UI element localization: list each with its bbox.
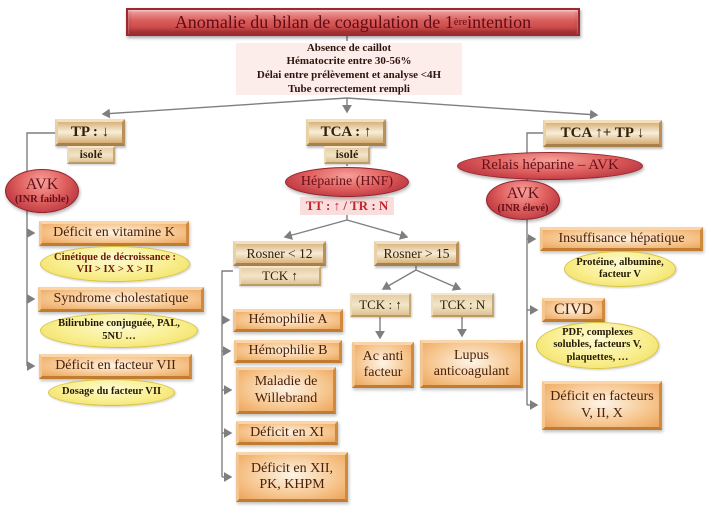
branch-tca-box: TCA : ↑ <box>306 119 386 146</box>
insuffisance-hepatique-box: Insuffisance hépatique <box>540 227 703 251</box>
pdf-note-line: PDF, complexes <box>562 327 633 339</box>
tt-tr-label: TT : ↑ / TR : N <box>305 197 389 213</box>
proteine-note-line: facteur V <box>599 269 641 280</box>
proteine-note-ellipse: Protéine, albumine, facteur V <box>564 251 676 287</box>
dosage-facteur-vii-ellipse: Dosage du facteur VII <box>48 379 175 406</box>
title-superscript: ère <box>453 15 468 28</box>
tt-tr-chip: TT : ↑ / TR : N <box>300 197 394 215</box>
deficit-xii-pk-khpm-box: Déficit en XII, PK, KHPM <box>236 452 348 502</box>
heparine-ellipse: Héparine (HNF) <box>285 167 409 197</box>
cinetique-note-line: VII > IX > X > II <box>76 264 154 275</box>
cinetique-note-line: Cinétique de décroissance : <box>53 251 176 263</box>
heparine-label: Héparine (HNF) <box>300 173 394 189</box>
avk-inr-faible-label: (INR faible) <box>15 193 69 205</box>
branch-tca-isole-label: isolé <box>335 147 359 162</box>
proteine-note-line: Protéine, albumine, <box>576 256 664 268</box>
willebrand-box: Maladie de Willebrand <box>236 367 336 414</box>
bilirubine-note-ellipse: Bilirubine conjuguée, PAL, 5NU … <box>40 313 198 348</box>
hemophilie-a-box: Hémophilie A <box>233 309 343 332</box>
criteria-line: Délai entre prélèvement et analyse <4H <box>256 69 442 81</box>
lupus-anticoagulant-box: Lupus anticoagulant <box>420 340 523 388</box>
branch-tp-box: TP : ↓ <box>55 119 125 146</box>
rosner-low-tck-label: TCK ↑ <box>262 267 298 283</box>
syndrome-cholestatique-label: Syndrome cholestatique <box>53 291 189 307</box>
tck-up-box: TCK : ↑ <box>350 293 411 317</box>
criteria-line: Tube correctement rempli <box>288 82 410 95</box>
deficit-xi-label: Déficit en XI <box>250 424 324 440</box>
criteria-line: Hématocrite entre 30-56% <box>286 55 412 68</box>
deficit-facteur-vii-box: Déficit en facteur VII <box>39 354 192 379</box>
pdf-note-line: plaquettes, … <box>566 351 629 363</box>
rosner-low-box: Rosner < 12 <box>233 241 326 266</box>
title-suffix: intention <box>467 11 532 32</box>
deficit-facteur-vii-label: Déficit en facteur VII <box>55 358 176 374</box>
rosner-low-label: Rosner < 12 <box>246 245 313 261</box>
lupus-anticoagulant-label: Lupus anticoagulant <box>433 347 510 379</box>
hemophilie-b-box: Hémophilie B <box>234 340 342 363</box>
deficit-vitamine-k-box: Déficit en vitamine K <box>39 221 189 246</box>
hemophilie-a-label: Hémophilie A <box>248 312 328 328</box>
branch-tp-isole-label: isolé <box>79 147 103 162</box>
hemophilie-b-label: Hémophilie B <box>248 343 328 359</box>
pdf-note-ellipse: PDF, complexes solubles, facteurs V, pla… <box>536 322 659 369</box>
bilirubine-note-line: 5NU … <box>102 330 136 342</box>
avk-label: AVK <box>506 184 540 202</box>
rosner-high-label: Rosner > 15 <box>383 245 450 261</box>
branch-combo-label: TCA ↑+ TP ↓ <box>560 124 645 141</box>
title-text: Anomalie du bilan de coagulation de 1 <box>174 11 454 32</box>
avk-inr-eleve-label: (INR élevé) <box>497 202 549 214</box>
bilirubine-note-line: Bilirubine conjuguée, PAL, <box>58 318 180 330</box>
tck-n-label: TCK : N <box>439 296 486 312</box>
deficit-facteurs-v-ii-x-box: Déficit en facteurs V, II, X <box>542 381 662 430</box>
avk-inr-eleve-ellipse: AVK (INR élevé) <box>486 180 560 220</box>
rosner-low-tck-box: TCK ↑ <box>239 266 321 286</box>
relais-heparine-avk-ellipse: Relais héparine – AVK <box>457 152 643 180</box>
branch-tp-label: TP : ↓ <box>70 123 110 140</box>
tck-n-box: TCK : N <box>431 293 494 317</box>
willebrand-label: Maladie de Willebrand <box>254 374 318 406</box>
civd-box: CIVD <box>542 298 605 322</box>
insuffisance-hepatique-label: Insuffisance hépatique <box>558 230 685 246</box>
avk-label: AVK <box>25 175 59 193</box>
deficit-xi-box: Déficit en XI <box>236 421 338 445</box>
ac-anti-facteur-label: Ac anti facteur <box>362 348 404 380</box>
deficit-xii-pk-khpm-label: Déficit en XII, PK, KHPM <box>250 460 334 492</box>
criteria-panel: Absence de caillot Hématocrite entre 30-… <box>236 41 462 95</box>
deficit-vitamine-k-label: Déficit en vitamine K <box>53 225 175 241</box>
deficit-facteurs-v-ii-x-label: Déficit en facteurs V, II, X <box>550 389 654 421</box>
cinetique-note-ellipse: Cinétique de décroissance : VII > IX > X… <box>40 246 190 282</box>
branch-combo-box: TCA ↑+ TP ↓ <box>543 120 662 147</box>
avk-inr-faible-ellipse: AVK (INR faible) <box>5 169 79 213</box>
tck-up-label: TCK : ↑ <box>359 296 402 312</box>
branch-tca-isole-box: isolé <box>324 146 370 164</box>
civd-label: CIVD <box>553 300 594 318</box>
pdf-note-line: solubles, facteurs V, <box>553 339 642 351</box>
branch-tp-isole-box: isolé <box>67 146 115 164</box>
relais-heparine-avk-label: Relais héparine – AVK <box>481 157 619 174</box>
ac-anti-facteur-box: Ac anti facteur <box>352 342 414 388</box>
syndrome-cholestatique-box: Syndrome cholestatique <box>38 287 204 312</box>
dosage-facteur-vii-label: Dosage du facteur VII <box>61 386 162 398</box>
rosner-high-box: Rosner > 15 <box>374 241 459 266</box>
branch-tca-label: TCA : ↑ <box>320 123 372 140</box>
criteria-line: Absence de caillot <box>306 41 392 54</box>
